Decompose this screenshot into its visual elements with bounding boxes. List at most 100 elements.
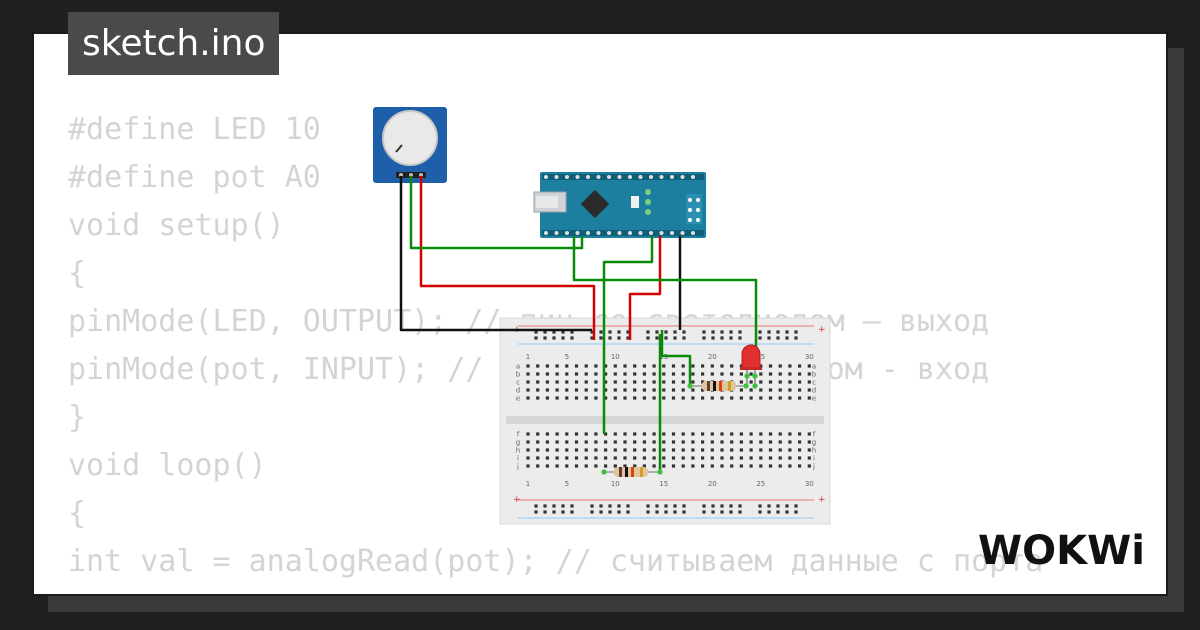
- breadboard-center-channel: [506, 416, 824, 424]
- nano-pin: [596, 231, 601, 235]
- nano-pin: [670, 175, 674, 179]
- breadboard-hole: [778, 380, 782, 384]
- arduino-nano-icon[interactable]: [533, 172, 706, 238]
- breadboard-hole: [701, 456, 705, 460]
- breadboard-hole: [617, 510, 621, 514]
- breadboard-hole: [749, 464, 753, 468]
- breadboard-hole: [555, 432, 559, 436]
- nano-board: [540, 172, 706, 238]
- nano-pin: [575, 231, 580, 235]
- breadboard-hole: [671, 380, 676, 384]
- code-line: pinMode(LED, OUTPUT); // пин со светодио…: [68, 304, 990, 339]
- row-letter: f: [517, 431, 520, 439]
- breadboard-hole: [720, 364, 724, 368]
- breadboard-hole: [594, 440, 598, 444]
- breadboard-hole: [545, 388, 549, 392]
- breadboard-hole: [590, 510, 594, 514]
- breadboard-hole: [633, 396, 637, 400]
- nano-pin: [565, 231, 569, 235]
- breadboard-hole: [798, 372, 802, 376]
- col-number-bottom: 20: [708, 480, 717, 488]
- breadboard-hole: [555, 388, 559, 392]
- col-number-top: 10: [611, 353, 620, 361]
- breadboard-hole: [759, 464, 763, 468]
- nano-pin: [565, 175, 569, 179]
- breadboard-hole: [671, 372, 676, 376]
- breadboard-hole: [652, 464, 656, 468]
- breadboard-hole: [794, 504, 798, 508]
- row-letter: h: [516, 447, 520, 455]
- resistor-icon-bottom[interactable]: [601, 467, 663, 477]
- breadboard-hole: [739, 388, 743, 392]
- breadboard-hole: [646, 336, 650, 340]
- breadboard-hole: [594, 464, 598, 468]
- breadboard-hole: [565, 448, 569, 452]
- breadboard-hole: [794, 336, 798, 340]
- breadboard-hole: [633, 464, 637, 468]
- breadboard-hole: [584, 396, 588, 400]
- breadboard-hole: [584, 464, 588, 468]
- breadboard-hole: [599, 330, 603, 334]
- wokwi-logo-text: WOKWi: [978, 528, 1145, 574]
- breadboard-hole: [623, 448, 627, 452]
- breadboard-hole: [526, 388, 530, 392]
- breadboard-hole: [561, 504, 565, 508]
- breadboard-hole: [720, 464, 724, 468]
- breadboard-hole: [681, 464, 685, 468]
- breadboard-hole: [671, 464, 676, 468]
- breadboard-hole: [655, 510, 659, 514]
- wire-d10-nano: [572, 236, 758, 364]
- col-number-top: 5: [565, 353, 569, 361]
- breadboard-hole: [545, 456, 549, 460]
- breadboard-hole: [555, 396, 559, 400]
- breadboard-hole: [526, 396, 530, 400]
- breadboard-hole: [778, 464, 782, 468]
- breadboard-hole: [604, 396, 608, 400]
- breadboard-hole: [730, 464, 734, 468]
- breadboard-hole: [730, 432, 734, 436]
- breadboard-hole: [701, 432, 705, 436]
- breadboard-hole: [646, 510, 650, 514]
- breadboard-hole: [711, 504, 715, 508]
- breadboard-hole: [739, 448, 743, 452]
- breadboard-hole: [570, 330, 574, 334]
- breadboard-hole: [720, 330, 724, 334]
- breadboard-hole: [681, 456, 685, 460]
- breadboard-hole: [681, 372, 685, 376]
- breadboard-hole: [552, 504, 556, 508]
- breadboard-hole: [574, 464, 579, 468]
- breadboard-hole: [536, 432, 540, 436]
- breadboard-hole: [555, 380, 559, 384]
- col-number-bottom: 30: [805, 480, 814, 488]
- breadboard-hole: [682, 510, 686, 514]
- breadboard-hole: [526, 372, 530, 376]
- led-icon[interactable]: [740, 344, 762, 384]
- row-letter: f: [813, 431, 816, 439]
- potentiometer-icon[interactable]: [373, 107, 447, 183]
- breadboard-hole: [565, 456, 569, 460]
- resistor-icon[interactable]: [687, 373, 758, 391]
- breadboard-hole: [642, 380, 646, 384]
- wokwi-logo[interactable]: WOKWi: [976, 526, 1150, 578]
- breadboard-hole: [608, 510, 612, 514]
- col-number-bottom: 15: [659, 480, 668, 488]
- breadboard-hole: [608, 504, 612, 508]
- breadboard-hole: [701, 448, 705, 452]
- breadboard-hole: [594, 448, 598, 452]
- breadboard-hole: [574, 456, 579, 460]
- breadboard-hole: [671, 448, 676, 452]
- breadboard-hole: [633, 448, 637, 452]
- breadboard-hole: [642, 432, 646, 436]
- file-tab[interactable]: sketch.ino: [68, 12, 280, 75]
- breadboard-hole: [738, 336, 742, 340]
- breadboard-hole: [543, 504, 547, 508]
- code-line: {: [68, 256, 87, 291]
- breadboard-hole: [642, 364, 646, 368]
- breadboard-hole: [655, 336, 659, 340]
- breadboard-hole: [788, 372, 792, 376]
- breadboard-hole: [613, 396, 617, 400]
- col-number-top: 25: [756, 353, 765, 361]
- nano-pin: [586, 175, 590, 179]
- breadboard-hole: [565, 432, 569, 436]
